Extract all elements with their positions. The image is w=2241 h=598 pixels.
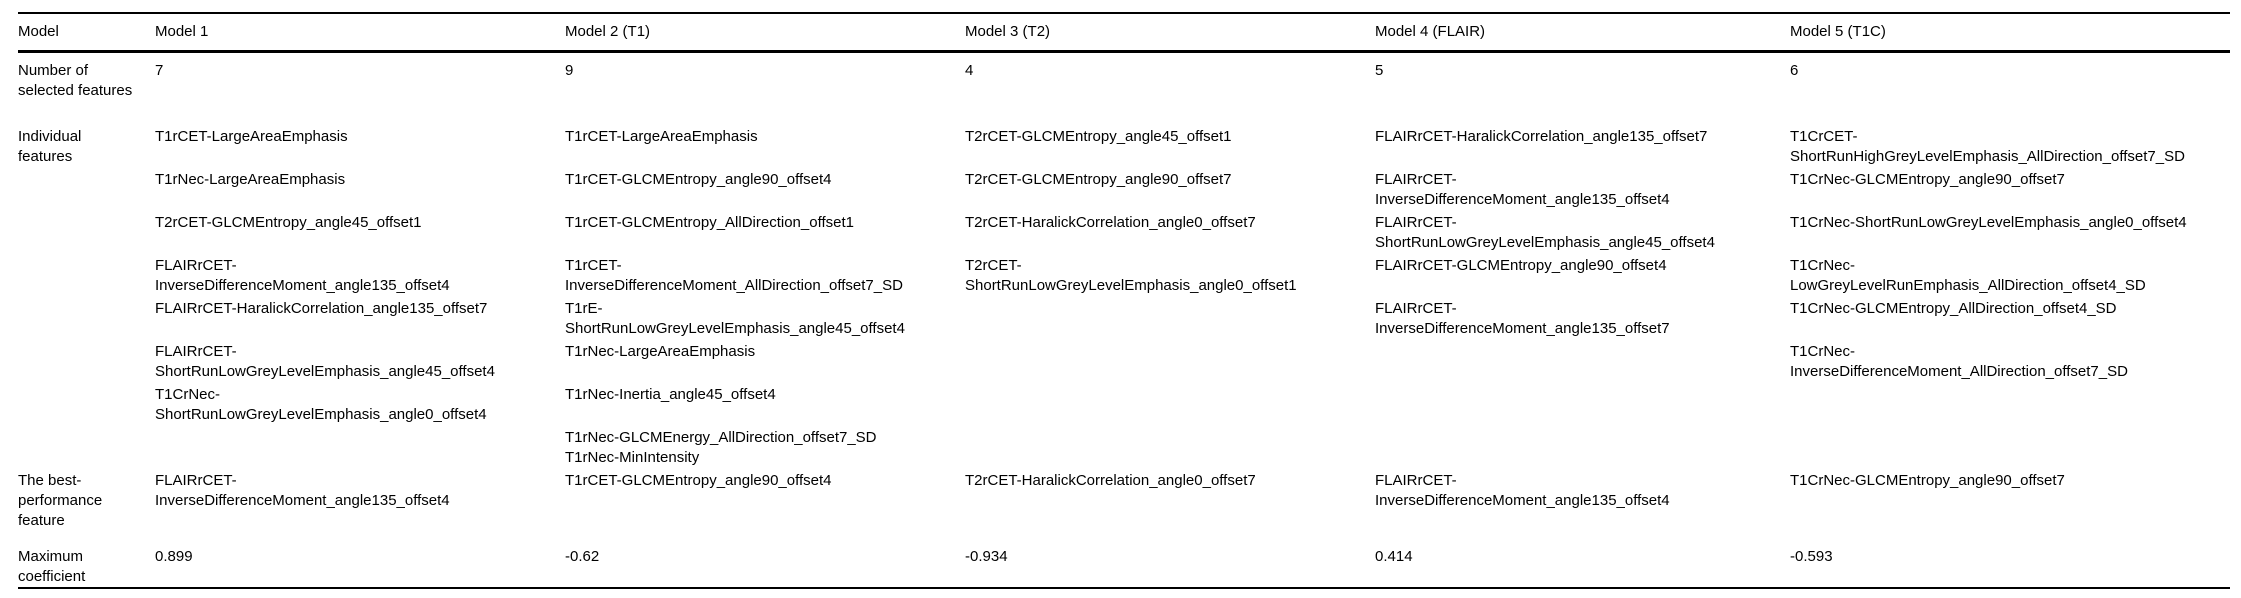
column-header-model-5-t1c: Model 5 (T1C) bbox=[1790, 13, 2230, 53]
feature-cell: T1CrNec-GLCMEntropy_AllDirection_offset4… bbox=[1790, 300, 2117, 317]
feature-cell: T1rNec-Inertia_angle45_offset4 bbox=[565, 386, 776, 403]
header-row: Model Model 1 Model 2 (T1) Model 3 (T2) … bbox=[18, 13, 2230, 53]
feature-cell: T2rCET-GLCMEntropy_angle45_offset1 bbox=[155, 214, 422, 231]
feature-cell: T1rNec-LargeAreaEmphasis bbox=[155, 171, 346, 188]
feature-cell: FLAIRrCET- InverseDifferenceMoment_angle… bbox=[1375, 171, 1670, 208]
best-feature-model-3: T2rCET-HaralickCorrelation_angle0_offset… bbox=[965, 472, 1256, 489]
num-selected-model-5: 6 bbox=[1790, 62, 1799, 79]
feature-cell bbox=[1790, 448, 2230, 468]
max-coefficient-model-4: 0.414 bbox=[1375, 548, 1413, 565]
feature-cell bbox=[1375, 385, 1790, 428]
feature-cell: T1rCET-LargeAreaEmphasis bbox=[565, 128, 758, 145]
feature-cell: FLAIRrCET- ShortRunLowGreyLevelEmphasis_… bbox=[1375, 214, 1715, 251]
row-label-individual-features: Individual features bbox=[18, 128, 82, 165]
individual-features-row-3: T2rCET-GLCMEntropy_angle45_offset1 T1rCE… bbox=[18, 213, 2230, 256]
individual-features-row-5: FLAIRrCET-HaralickCorrelation_angle135_o… bbox=[18, 299, 2230, 342]
row-label-best-performance-feature: The best-performance feature bbox=[18, 472, 103, 529]
feature-cell bbox=[965, 299, 1375, 342]
row-label-maximum-coefficient: Maximum coefficient bbox=[18, 548, 86, 585]
feature-cell bbox=[1375, 342, 1790, 385]
feature-cell: T1rCET-GLCMEntropy_AllDirection_offset1 bbox=[565, 214, 854, 231]
feature-cell: T1CrNec- LowGreyLevelRunEmphasis_AllDire… bbox=[1790, 257, 2146, 294]
feature-cell bbox=[155, 428, 565, 448]
feature-cell: T1CrNec-GLCMEntropy_angle90_offset7 bbox=[1790, 171, 2065, 188]
feature-cell: T1CrCET- ShortRunHighGreyLevelEmphasis_A… bbox=[1790, 128, 2185, 165]
best-feature-model-1: FLAIRrCET- InverseDifferenceMoment_angle… bbox=[155, 472, 450, 509]
feature-cell bbox=[965, 448, 1375, 468]
num-selected-model-4: 5 bbox=[1375, 62, 1384, 79]
individual-features-row-8: T1rNec-GLCMEnergy_AllDirection_offset7_S… bbox=[18, 428, 2230, 448]
feature-cell: FLAIRrCET- ShortRunLowGreyLevelEmphasis_… bbox=[155, 343, 495, 380]
model-features-table: Model Model 1 Model 2 (T1) Model 3 (T2) … bbox=[18, 12, 2230, 589]
maximum-coefficient-row: Maximum coefficient 0.899 -0.62 -0.934 0… bbox=[18, 547, 2230, 588]
column-header-model-2-t1: Model 2 (T1) bbox=[565, 13, 965, 53]
individual-features-row-6: FLAIRrCET- ShortRunLowGreyLevelEmphasis_… bbox=[18, 342, 2230, 385]
feature-cell: T1rE- ShortRunLowGreyLevelEmphasis_angle… bbox=[565, 300, 905, 337]
feature-cell: T1rNec-MinIntensity bbox=[565, 449, 700, 466]
individual-features-row-1: Individual features T1rCET-LargeAreaEmph… bbox=[18, 127, 2230, 170]
individual-features-row-9: T1rNec-MinIntensity bbox=[18, 448, 2230, 468]
feature-cell bbox=[965, 342, 1375, 385]
feature-cell: T1rCET-GLCMEntropy_angle90_offset4 bbox=[565, 171, 832, 188]
num-selected-model-1: 7 bbox=[155, 62, 164, 79]
feature-cell: FLAIRrCET- InverseDifferenceMoment_angle… bbox=[1375, 300, 1670, 337]
best-feature-model-4: FLAIRrCET- InverseDifferenceMoment_angle… bbox=[1375, 472, 1670, 509]
row-label-number-of-selected-features: Number of selected features bbox=[18, 62, 133, 99]
best-feature-model-5: T1CrNec-GLCMEntropy_angle90_offset7 bbox=[1790, 472, 2065, 489]
column-header-model: Model bbox=[18, 13, 155, 53]
max-coefficient-model-5: -0.593 bbox=[1790, 548, 1833, 565]
feature-cell: T1CrNec- InverseDifferenceMoment_AllDire… bbox=[1790, 343, 2128, 380]
feature-cell: T1rNec-LargeAreaEmphasis bbox=[565, 343, 756, 360]
feature-cell: FLAIRrCET-HaralickCorrelation_angle135_o… bbox=[155, 300, 488, 317]
feature-cell: T1rCET- InverseDifferenceMoment_AllDirec… bbox=[565, 257, 903, 294]
num-selected-model-2: 9 bbox=[565, 62, 574, 79]
feature-cell bbox=[1790, 385, 2230, 428]
individual-features-row-7: T1CrNec- ShortRunLowGreyLevelEmphasis_an… bbox=[18, 385, 2230, 428]
feature-cell bbox=[965, 385, 1375, 428]
max-coefficient-model-1: 0.899 bbox=[155, 548, 193, 565]
feature-cell bbox=[965, 428, 1375, 448]
best-feature-model-2: T1rCET-GLCMEntropy_angle90_offset4 bbox=[565, 472, 832, 489]
number-of-selected-features-row: Number of selected features 7 9 4 5 6 bbox=[18, 52, 2230, 128]
feature-cell bbox=[1375, 428, 1790, 448]
feature-cell: T1rCET-LargeAreaEmphasis bbox=[155, 128, 348, 145]
feature-cell: T2rCET-HaralickCorrelation_angle0_offset… bbox=[965, 214, 1256, 231]
max-coefficient-model-2: -0.62 bbox=[565, 548, 600, 565]
feature-cell: T1CrNec- ShortRunLowGreyLevelEmphasis_an… bbox=[155, 386, 487, 423]
feature-cell: T2rCET-GLCMEntropy_angle90_offset7 bbox=[965, 171, 1232, 188]
feature-cell: T2rCET-GLCMEntropy_angle45_offset1 bbox=[965, 128, 1232, 145]
feature-cell: FLAIRrCET-GLCMEntropy_angle90_offset4 bbox=[1375, 257, 1667, 274]
feature-cell: FLAIRrCET- InverseDifferenceMoment_angle… bbox=[155, 257, 450, 294]
feature-cell bbox=[1790, 428, 2230, 448]
column-header-model-1: Model 1 bbox=[155, 13, 565, 53]
individual-features-row-4: FLAIRrCET- InverseDifferenceMoment_angle… bbox=[18, 256, 2230, 299]
best-performance-feature-row: The best-performance feature FLAIRrCET- … bbox=[18, 468, 2230, 547]
num-selected-model-3: 4 bbox=[965, 62, 974, 79]
feature-cell: T1rNec-GLCMEnergy_AllDirection_offset7_S… bbox=[565, 429, 877, 446]
feature-cell: T2rCET- ShortRunLowGreyLevelEmphasis_ang… bbox=[965, 257, 1297, 294]
max-coefficient-model-3: -0.934 bbox=[965, 548, 1008, 565]
individual-features-row-2: T1rNec-LargeAreaEmphasis T1rCET-GLCMEntr… bbox=[18, 170, 2230, 213]
radiomics-model-features-table: Model Model 1 Model 2 (T1) Model 3 (T2) … bbox=[18, 12, 2230, 589]
feature-cell bbox=[1375, 448, 1790, 468]
feature-cell: FLAIRrCET-HaralickCorrelation_angle135_o… bbox=[1375, 128, 1708, 145]
feature-cell bbox=[155, 448, 565, 468]
column-header-model-3-t2: Model 3 (T2) bbox=[965, 13, 1375, 53]
feature-cell: T1CrNec-ShortRunLowGreyLevelEmphasis_ang… bbox=[1790, 214, 2187, 231]
column-header-model-4-flair: Model 4 (FLAIR) bbox=[1375, 13, 1790, 53]
